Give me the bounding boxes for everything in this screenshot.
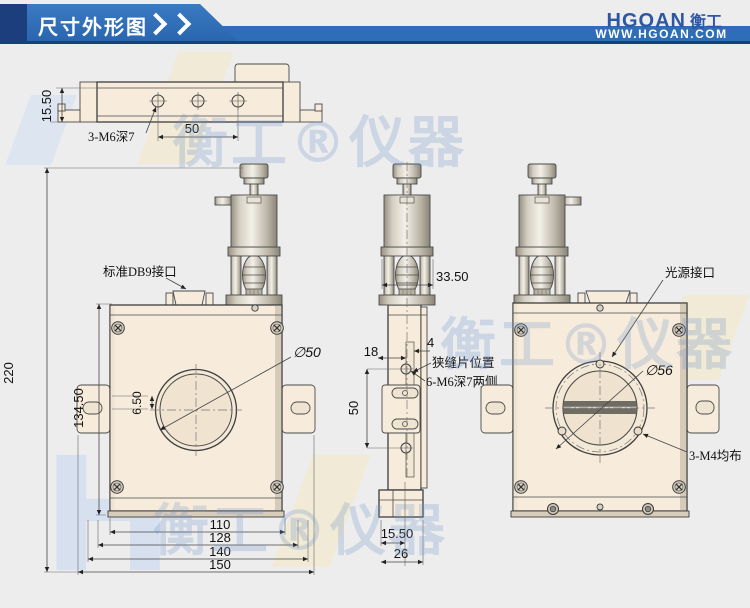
micrometer-head — [513, 163, 571, 306]
back-view — [480, 163, 720, 518]
dim-base-offset: 15.50 — [381, 526, 414, 541]
micrometer-head — [225, 163, 283, 306]
corner-screw — [270, 480, 284, 494]
page-title: 尺寸外形图 — [38, 17, 148, 39]
front-view — [76, 163, 316, 518]
corner-screw — [672, 323, 686, 337]
base-screw — [642, 503, 654, 515]
dim-slit-width: 4 — [427, 335, 434, 350]
header-title-tab: 尺寸外形图 — [0, 4, 238, 41]
db9-connector — [585, 290, 631, 304]
corner-screw — [270, 321, 284, 335]
dim-total-height: 220 — [1, 362, 16, 384]
chevron-right-icon — [168, 12, 192, 36]
dim-slit-offset: 18 — [364, 344, 378, 359]
chevron-right-icon — [144, 12, 168, 36]
label-light-port: 光源接口 — [665, 265, 715, 280]
header-accent-block — [0, 4, 27, 41]
dim-width-128: 128 — [209, 530, 231, 545]
dim-top-height: 15.50 — [39, 90, 54, 123]
dim-width-150: 150 — [209, 557, 231, 572]
corner-screw — [110, 480, 124, 494]
label-top-holes: 3-M6深7 — [88, 130, 135, 144]
corner-screw — [111, 321, 125, 335]
header-divider — [0, 41, 750, 44]
side-foot — [378, 489, 424, 518]
top-view: 15.50 50 3-M6深7 — [39, 63, 323, 144]
label-m4-holes: 3-M4均布 — [689, 449, 742, 463]
brand-name-cn: 衡工 — [689, 14, 722, 31]
corner-screw — [672, 480, 686, 494]
dim-slot-offset: 6.50 — [130, 391, 144, 415]
label-db9: 标准DB9接口 — [103, 264, 177, 279]
dim-micrometer-width: 33.50 — [436, 269, 469, 284]
side-view-dimensions: 33.50 18 4 狭缝片位置 6-M6深7两侧 50 15.50 26 — [346, 259, 498, 566]
db9-connector — [172, 290, 206, 306]
base-screw — [547, 503, 559, 515]
label-slit-position: 狭缝片位置 — [432, 355, 495, 370]
dim-top-hole-spacing: 50 — [185, 121, 199, 136]
side-view — [378, 162, 436, 518]
corner-screw — [514, 323, 528, 337]
dim-width-110: 110 — [210, 517, 231, 532]
dim-depth: 26 — [394, 546, 408, 561]
dim-width-140: 140 — [209, 544, 231, 559]
dim-aperture-back: ∅56 — [645, 362, 673, 378]
dim-aperture-front: ∅50 — [293, 344, 321, 360]
m4-hole — [557, 359, 643, 436]
brand-name: HGOAN — [606, 10, 686, 32]
dim-body-height: 134.50 — [71, 388, 86, 428]
website-url: WWW.HGOAN.COM — [595, 27, 728, 41]
label-side-holes: 6-M6深7两侧 — [426, 375, 498, 389]
technical-drawing: 15.50 50 3-M6深7 220 — [1, 63, 742, 575]
corner-screw — [514, 480, 528, 494]
dim-side-hole-spacing: 50 — [346, 401, 361, 415]
